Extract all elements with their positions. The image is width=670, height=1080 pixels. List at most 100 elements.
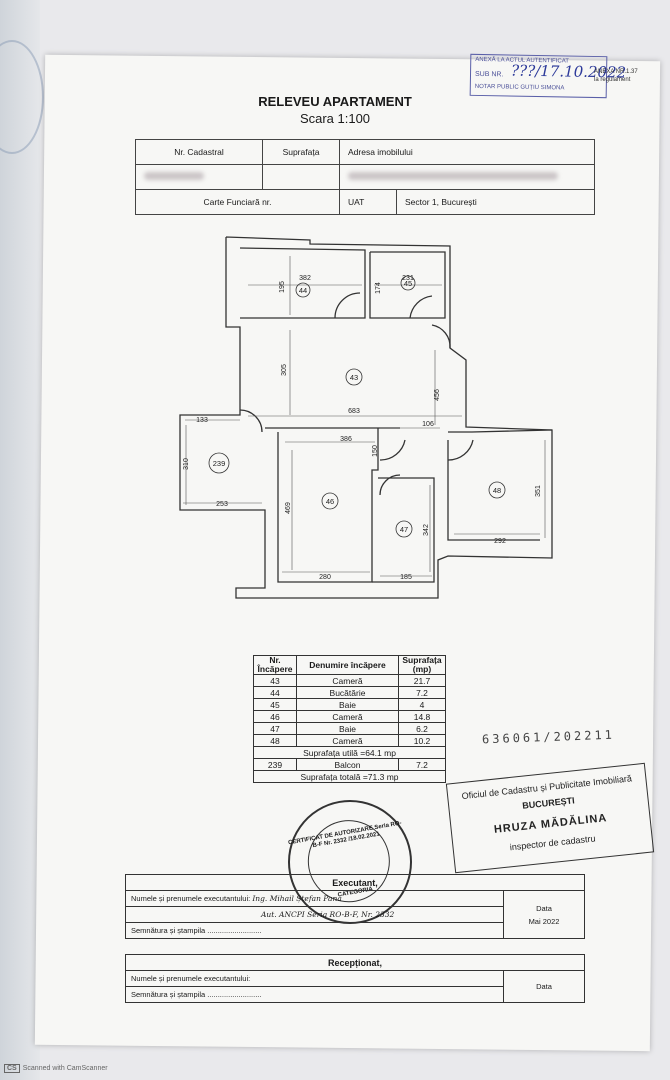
room-number: 239	[213, 459, 226, 468]
room-marker-47	[395, 520, 413, 538]
page-title: RELEVEU APARTAMENT	[258, 94, 412, 109]
door-arc	[239, 409, 263, 433]
room-nr: 47	[253, 722, 297, 735]
wall-room48-top	[448, 429, 553, 433]
room-name: Bucătărie	[296, 686, 399, 699]
door-arc	[447, 439, 474, 461]
dim-label: 386	[340, 436, 352, 443]
wall-room46	[277, 428, 379, 583]
room-marker-239	[208, 452, 230, 474]
suprafata-value	[262, 164, 340, 190]
dim-label: 456	[434, 389, 441, 401]
room-marker-48	[488, 481, 506, 499]
room-nr: 239	[253, 758, 297, 771]
nr-cadastral-label: Nr. Cadastral	[135, 139, 263, 165]
room-marker-46	[321, 492, 339, 510]
redacted-value	[348, 172, 558, 180]
room-number: 48	[493, 486, 501, 495]
door-arc	[379, 439, 406, 461]
adresa-value	[339, 164, 595, 190]
wall-bath45	[369, 251, 446, 319]
table-row: 43 Cameră 21.7	[253, 674, 446, 687]
receptionat-date-label: Data	[503, 970, 585, 1003]
room-name: Baie	[296, 722, 399, 735]
dim-label: 106	[422, 421, 434, 428]
util-area: Suprafața utilă =64.1 mp	[253, 746, 446, 759]
dim-label: 305	[281, 364, 288, 376]
room-nr: 48	[253, 734, 297, 747]
rooms-header-nr: Nr. Încăpere	[253, 655, 297, 675]
room-number: 46	[326, 497, 334, 506]
dim-label: 133	[196, 417, 208, 424]
rooms-header-area: Suprafața (mp)	[398, 655, 446, 675]
room-nr: 46	[253, 710, 297, 723]
dim-label: 231	[402, 275, 414, 282]
room-nr: 44	[253, 686, 297, 699]
room-number: 44	[299, 286, 307, 295]
dim-label: 351	[535, 485, 542, 497]
receptionat-table: Recepționat, Numele și prenumele executa…	[125, 954, 585, 1003]
executant-date-value: Mai 2022	[528, 916, 560, 926]
wall-room48	[447, 440, 540, 541]
redacted-value	[144, 172, 204, 180]
room-marker-44	[295, 282, 311, 298]
executant-table: Executant, Numele și prenumele executant…	[125, 874, 585, 939]
uat-value: Sector 1, București	[396, 189, 595, 215]
table-row: 46 Cameră 14.8	[253, 710, 446, 723]
dim-label: 185	[400, 574, 412, 581]
executant-authorization: Aut. ANCPI Seria RO-B-F, Nr. 2332	[125, 906, 504, 923]
rooms-header-name: Denumire încăpere	[296, 655, 399, 675]
executant-header: Executant,	[125, 874, 585, 891]
room-area: 7.2	[398, 686, 446, 699]
room-name: Cameră	[296, 710, 399, 723]
receptionat-header: Recepționat,	[125, 954, 585, 971]
room-nr: 43	[253, 674, 297, 687]
receptionat-signature: Semnătura și ștampila ..................…	[125, 986, 504, 1003]
dim-label: 469	[285, 502, 292, 514]
table-row: 48 Cameră 10.2	[253, 734, 446, 747]
room-area: 14.8	[398, 710, 446, 723]
dim-label: 310	[183, 458, 190, 470]
executant-signature: Semnătura și ștampila ..................…	[125, 922, 504, 939]
door-arc	[431, 324, 451, 349]
executant-name-label: Numele și prenumele executantului:	[131, 894, 251, 903]
page-scale: Scara 1:100	[299, 111, 371, 126]
camscanner-text: Scanned with CamScanner	[22, 1065, 108, 1072]
wall-room47	[372, 477, 435, 583]
dim-label: 382	[299, 275, 311, 282]
total-area: Suprafața totală =71.3 mp	[253, 770, 446, 783]
door-arc	[409, 295, 433, 319]
room-name: Balcon	[296, 758, 399, 771]
room-area: 6.2	[398, 722, 446, 735]
dim-label: 280	[319, 574, 331, 581]
room-area: 7.2	[398, 758, 446, 771]
room-name: Cameră	[296, 674, 399, 687]
anexa-line2: la regulament	[594, 77, 631, 83]
table-row: 45 Baie 4	[253, 698, 446, 711]
camscanner-logo-icon: CS	[4, 1064, 20, 1073]
room-number: 45	[404, 279, 412, 288]
executant-date-cell: Data Mai 2022	[503, 890, 585, 939]
carte-funciara-label: Carte Funciară nr.	[135, 189, 340, 215]
executant-date-label: Data	[536, 903, 552, 913]
dim-label: 253	[216, 501, 228, 508]
dim-label: 174	[375, 282, 382, 294]
room-area: 10.2	[398, 734, 446, 747]
anexa-line1: ANEXA NR.1.37	[594, 69, 638, 75]
room-name: Baie	[296, 698, 399, 711]
dim-label: 683	[348, 408, 360, 415]
room-area: 4	[398, 698, 446, 711]
room-area: 21.7	[398, 674, 446, 687]
executant-name-value: Ing. Mihail Ștefan Pană	[252, 894, 342, 903]
background-edge	[0, 0, 40, 1080]
wall-kitchen	[239, 247, 366, 319]
table-row: 239 Balcon 7.2	[253, 758, 446, 771]
door-arc	[379, 474, 401, 496]
room-nr: 45	[253, 698, 297, 711]
rooms-table: Nr. Încăpere Denumire încăpere Suprafața…	[253, 655, 446, 783]
room-number: 43	[350, 373, 358, 382]
info-table: Nr. Cadastral Suprafața Adresa imobilulu…	[135, 139, 595, 215]
dim-label: 292	[494, 538, 506, 545]
